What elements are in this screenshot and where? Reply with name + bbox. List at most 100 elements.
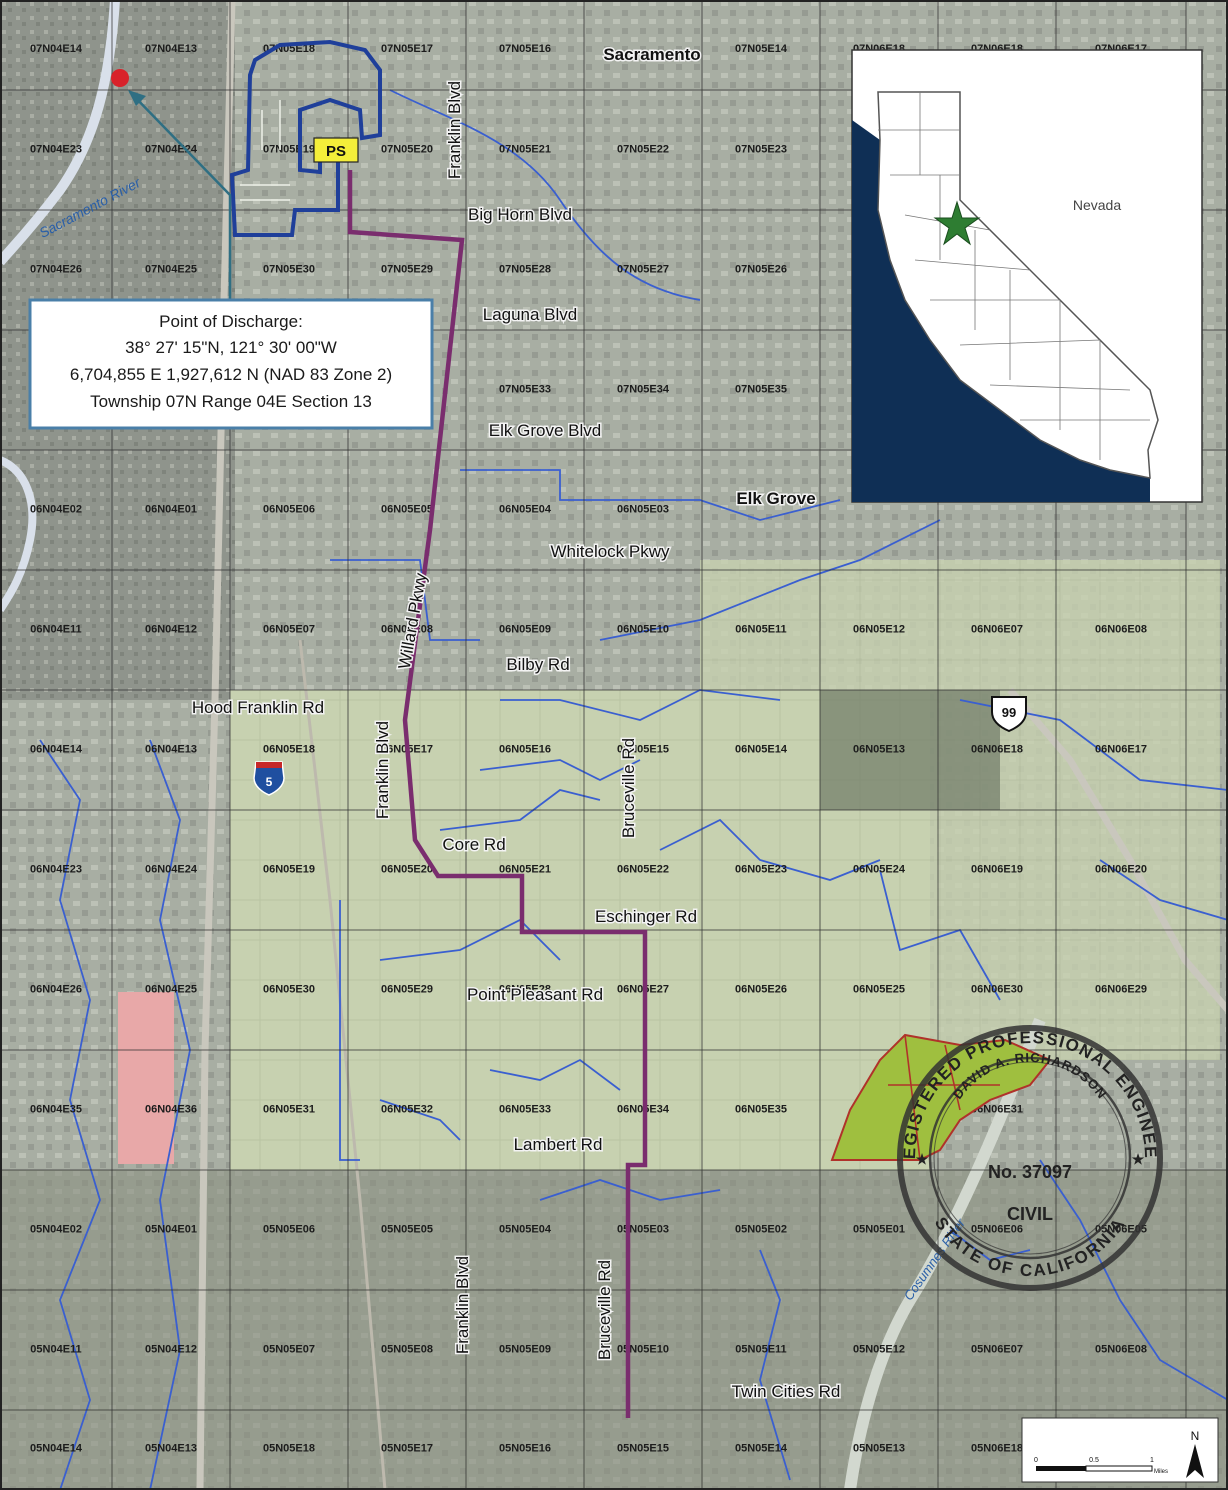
section-label: 06N04E14 (30, 743, 83, 755)
section-label: 07N05E17 (381, 43, 433, 55)
section-label: 07N04E24 (145, 143, 198, 155)
section-label: 05N05E15 (617, 1443, 669, 1455)
road-twin-cities: Twin Cities Rd (732, 1382, 841, 1401)
section-label: 05N05E18 (263, 1443, 315, 1455)
road-whitelock: Whitelock Pkwy (550, 542, 670, 561)
section-label: 05N05E13 (853, 1443, 905, 1455)
section-label: 07N04E25 (145, 263, 197, 275)
road-point-pleasant: Point Pleasant Rd (467, 985, 603, 1004)
location-star-icon (933, 200, 981, 246)
section-label: 07N05E29 (381, 263, 433, 275)
section-label: 07N05E30 (263, 263, 315, 275)
section-label: 05N04E12 (145, 1343, 197, 1355)
section-label: 07N05E20 (381, 143, 433, 155)
north-arrow-icon (1186, 1444, 1204, 1478)
project-interior (240, 100, 290, 201)
inset-nevada-label: Nevada (1073, 197, 1121, 213)
section-label: 05N05E16 (499, 1443, 551, 1455)
section-label: 05N05E03 (617, 1223, 669, 1235)
section-label: 06N06E31 (971, 1103, 1023, 1115)
section-label: 06N05E19 (263, 863, 315, 875)
road-franklin-mid: Franklin Blvd (373, 721, 392, 819)
discharge-leader (129, 91, 232, 300)
cosumnes-corridor (844, 1017, 1046, 1490)
section-label: 05N04E02 (30, 1223, 82, 1235)
callout-latlon: 38° 27' 15"N, 121° 30' 00"W (125, 338, 337, 357)
dark-field-east (820, 690, 1000, 810)
section-label: 07N04E14 (30, 43, 83, 55)
section-label: 06N05E28 (499, 983, 551, 995)
section-label: 06N06E17 (1095, 743, 1147, 755)
section-label: 06N05E20 (381, 863, 433, 875)
section-label: 06N05E16 (499, 743, 551, 755)
section-label: 06N04E11 (30, 623, 81, 635)
section-label: 06N05E21 (499, 863, 551, 875)
seal-star-left-icon: ★ (916, 1151, 929, 1167)
road-laguna: Laguna Blvd (483, 305, 578, 324)
section-label: 05N04E14 (30, 1443, 83, 1455)
scale-bar-white (1085, 1465, 1153, 1472)
road-bruceville-bot: Bruceville Rd (595, 1260, 614, 1360)
section-label: 06N05E09 (499, 623, 551, 635)
section-label: 06N05E33 (499, 1103, 551, 1115)
section-label: 07N04E13 (145, 43, 197, 55)
scale-tick-1: 1 (1150, 1457, 1154, 1464)
scale-north-box: 0 0.5 1 Miles N (1021, 1417, 1219, 1483)
section-label: 06N05E32 (381, 1103, 433, 1115)
section-label: 06N05E29 (381, 983, 433, 995)
section-label: 07N05E26 (735, 263, 787, 275)
section-label: 06N04E12 (145, 623, 197, 635)
section-label: 05N05E11 (735, 1343, 786, 1355)
section-label: 06N05E15 (617, 743, 669, 755)
section-label: 07N05E28 (499, 263, 551, 275)
section-label: 06N06E19 (971, 863, 1023, 875)
section-label: 06N05E26 (735, 983, 787, 995)
us99-shield-number: 99 (1002, 705, 1016, 720)
section-label: 05N05E05 (381, 1223, 433, 1235)
section-label: 06N06E29 (1095, 983, 1147, 995)
road-elk-grove-blvd: Elk Grove Blvd (489, 421, 601, 440)
project-boundary (229, 39, 382, 237)
section-label: 07N05E14 (735, 43, 788, 55)
section-label: 05N06E07 (971, 1343, 1023, 1355)
pump-station-marker (313, 137, 359, 163)
section-label: 05N05E09 (499, 1343, 551, 1355)
road-eschinger: Eschinger Rd (595, 907, 697, 926)
section-label: 06N04E35 (30, 1103, 82, 1115)
discharge-point (111, 69, 129, 87)
road-labels: Big Horn Blvd Laguna Blvd Elk Grove Blvd… (190, 79, 841, 1402)
section-label: 05N06E06 (971, 1223, 1023, 1235)
pump-station-label: PS (326, 143, 346, 160)
place-sacramento: Sacramento (603, 45, 700, 64)
section-label: 06N05E35 (735, 1103, 787, 1115)
section-label: 05N05E07 (263, 1343, 315, 1355)
section-label: 06N04E24 (145, 863, 198, 875)
section-label: 06N04E36 (145, 1103, 197, 1115)
section-label: 06N05E04 (499, 503, 552, 515)
section-label: 06N05E12 (853, 623, 905, 635)
highway-99 (1007, 687, 1228, 1013)
section-label: 05N05E17 (381, 1443, 433, 1455)
callout-coords: 6,704,855 E 1,927,612 N (NAD 83 Zone 2) (70, 365, 392, 384)
inset-map: Nevada (851, 49, 1203, 503)
section-label: 05N05E01 (853, 1223, 905, 1235)
scale-unit: Miles (1154, 1469, 1168, 1475)
section-label: 06N04E25 (145, 983, 197, 995)
section-label: 06N05E14 (735, 743, 788, 755)
pipeline-route (347, 170, 648, 1418)
section-label: 06N04E02 (30, 503, 82, 515)
section-label: 06N04E01 (145, 503, 197, 515)
road-big-horn: Big Horn Blvd (468, 205, 572, 224)
road-bruceville-mid: Bruceville Rd (619, 738, 638, 838)
section-label: 05N05E02 (735, 1223, 787, 1235)
scale-tick-0: 0 (1034, 1457, 1038, 1464)
section-label: 06N05E31 (263, 1103, 315, 1115)
section-label: 06N06E18 (971, 743, 1023, 755)
section-label: 07N05E16 (499, 43, 551, 55)
place-elk-grove: Elk Grove (736, 489, 815, 508)
section-label: 05N05E14 (735, 1443, 788, 1455)
river-west-bend (0, 456, 37, 613)
section-label: 06N05E22 (617, 863, 669, 875)
